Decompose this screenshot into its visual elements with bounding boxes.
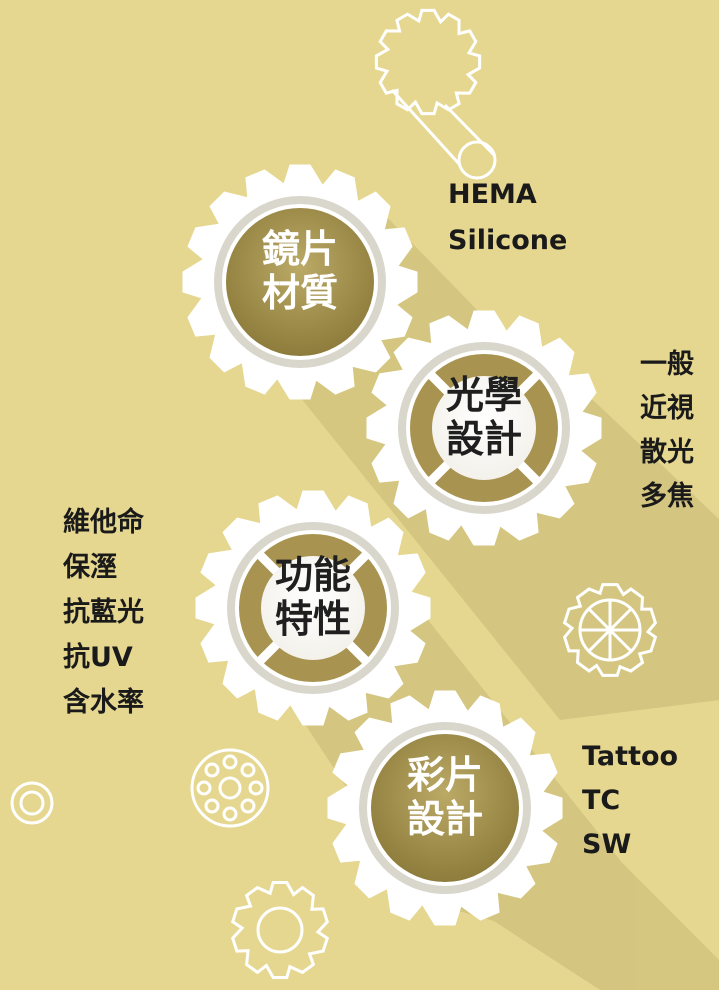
gear-outline-hub xyxy=(256,906,304,954)
gear-core xyxy=(371,734,519,882)
optical-options: 一般 近視 散光 多焦 xyxy=(640,343,694,519)
tint-option: Tattoo xyxy=(582,741,679,772)
wheel-outline xyxy=(562,583,658,677)
function-options: 維他命 保溼 抗藍光 抗UV 含水率 xyxy=(63,500,144,725)
gear-function-title-line1: 功能 xyxy=(275,553,351,597)
gear-hub xyxy=(261,556,365,660)
function-option: 抗UV xyxy=(63,642,133,673)
gear-rim xyxy=(398,342,570,514)
tint-options: Tattoo TC SW xyxy=(582,735,678,867)
gear-outline-icon xyxy=(374,8,497,180)
function-option: 含水率 xyxy=(63,687,144,718)
chain-line xyxy=(390,88,462,167)
gear-material xyxy=(182,164,418,400)
tint-option: TC xyxy=(582,785,621,816)
optical-option: 散光 xyxy=(640,437,694,468)
gear-rim xyxy=(359,722,531,894)
gear-tint xyxy=(327,690,563,926)
wheel-spoke xyxy=(608,607,633,632)
gear-outline-icon xyxy=(230,881,330,979)
bearing-icon xyxy=(190,748,270,828)
gear-function xyxy=(195,490,431,726)
gear-optical-title-line2: 設計 xyxy=(446,417,522,461)
gear-hub xyxy=(432,376,536,480)
material-options: HEMA Silicone xyxy=(448,172,567,264)
gear-function-title-line2: 特性 xyxy=(275,597,351,641)
function-option: 維他命 xyxy=(63,507,144,538)
gear-core xyxy=(226,208,374,356)
chain-line xyxy=(443,103,496,157)
gear-material-title-line2: 材質 xyxy=(262,271,338,315)
optical-option: 一般 xyxy=(640,349,694,380)
gear-optical-title-line1: 光學 xyxy=(446,373,522,417)
function-option: 抗藍光 xyxy=(63,597,144,628)
optical-option: 多焦 xyxy=(640,481,694,512)
wheel-spoke xyxy=(587,628,612,653)
wheel-icon xyxy=(562,583,658,677)
gear-material-title-line1: 鏡片 xyxy=(262,227,338,271)
gear-rim xyxy=(214,196,386,368)
ring-icon xyxy=(10,781,54,825)
wheel-spoke xyxy=(587,607,612,632)
material-option: HEMA xyxy=(448,179,537,210)
gear-outline-shape xyxy=(230,881,330,979)
function-option: 保溼 xyxy=(63,552,117,583)
gear-tint-title-line2: 設計 xyxy=(407,797,483,841)
tint-option: SW xyxy=(582,829,632,860)
wheel-spoke xyxy=(608,628,633,653)
gear-optical xyxy=(366,310,602,546)
chain-wheel xyxy=(457,140,497,180)
gear-tint-title-line1: 彩片 xyxy=(407,753,483,797)
optical-option: 近視 xyxy=(640,393,694,424)
gear-outline-shape xyxy=(374,8,482,116)
gear-rim xyxy=(227,522,399,694)
material-option: Silicone xyxy=(448,225,568,256)
